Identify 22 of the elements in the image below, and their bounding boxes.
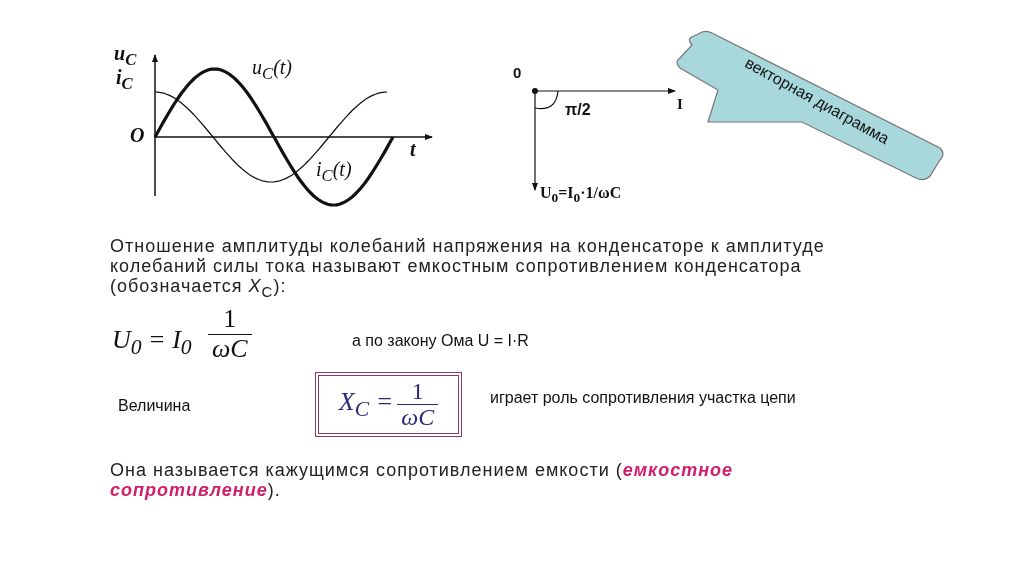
formula-text: X$_{C}$ = [338, 386, 394, 423]
formula-text: U$_{0}$ = I$_{0}$ [112, 325, 192, 361]
vector-label: I [677, 96, 683, 114]
text-line: а по закону Ома U = I·R [352, 332, 529, 351]
denominator: ωC [397, 404, 439, 431]
paragraph: Отношение амплитуды колебаний напряжения на конденсаторе к амплитуде колебаний силы тока называют емкостным сопротивлением конденсатора (обозначается X$_{C}$): [110, 236, 826, 302]
text-line: играет роль сопротивления участка цепи [490, 389, 796, 408]
denominator: ωC [208, 333, 252, 364]
origin-label: O [130, 124, 145, 147]
axis-label: t [410, 138, 416, 161]
formula-box [315, 372, 462, 437]
numerator: 1 [222, 305, 238, 334]
axis-label: i$_{C}$ [116, 66, 133, 94]
vector-label: U$_{0}$=I$_{0}$·1/ωC [540, 184, 622, 206]
numerator: 1 [410, 378, 425, 404]
curve-label: u$_{C}$(t) [252, 56, 292, 84]
angle-label: π/2 [565, 101, 591, 120]
curve-label: i$_{C}$(t) [316, 158, 352, 186]
text-line: Величина [118, 397, 191, 416]
axis-label: u$_{C}$ [114, 42, 137, 69]
paragraph: Она называется кажущимся сопротивлением емкости (емкостное сопротивление). [110, 460, 735, 500]
origin-label: 0 [513, 64, 522, 82]
